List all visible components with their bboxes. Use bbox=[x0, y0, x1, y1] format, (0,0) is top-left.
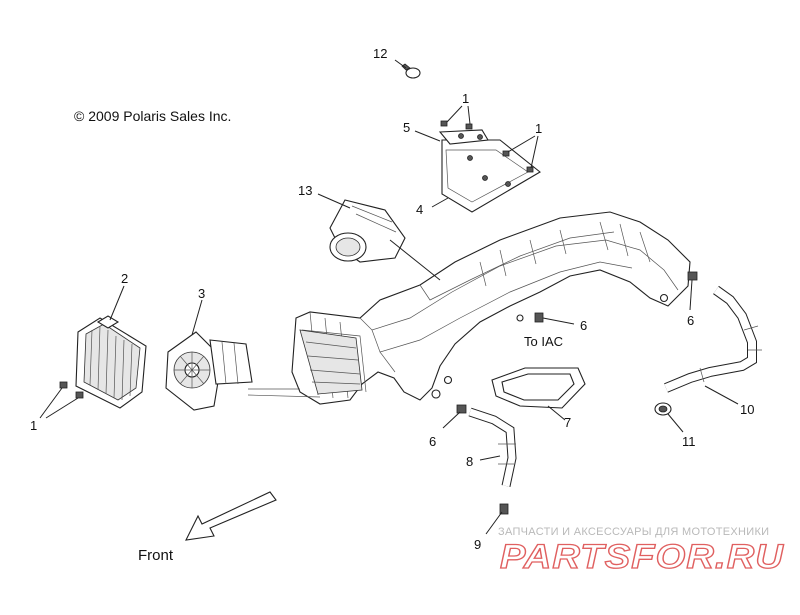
bracket-bolts bbox=[414, 105, 539, 173]
callout-8: 8 bbox=[466, 454, 473, 469]
part-7-gasket bbox=[491, 367, 586, 421]
watermark: ЗАПЧАСТИ И АКСЕССУАРЫ ДЛЯ МОТОТЕХНИКИ PA… bbox=[498, 526, 784, 577]
callout-2: 2 bbox=[121, 271, 128, 286]
callout-6-right: 6 bbox=[687, 313, 694, 328]
part-11-clamp bbox=[654, 402, 684, 433]
callout-11: 11 bbox=[682, 434, 696, 449]
callout-6-low: 6 bbox=[429, 434, 436, 449]
callout-1-right: 1 bbox=[535, 121, 542, 136]
callout-3: 3 bbox=[198, 286, 205, 301]
part-3-housing bbox=[165, 299, 253, 411]
callout-1-left: 1 bbox=[30, 418, 37, 433]
callout-5: 5 bbox=[403, 120, 410, 135]
part-2-filter bbox=[39, 285, 147, 419]
copyright-text: © 2009 Polaris Sales Inc. bbox=[74, 108, 231, 124]
callout-1-top: 1 bbox=[462, 91, 469, 106]
callout-6-mid: 6 bbox=[580, 318, 587, 333]
callout-7: 7 bbox=[564, 415, 571, 430]
callout-4: 4 bbox=[416, 202, 423, 217]
callout-9: 9 bbox=[474, 537, 481, 552]
callout-13: 13 bbox=[298, 183, 312, 198]
part-8-hose bbox=[468, 407, 517, 487]
part-4-bracket bbox=[431, 129, 541, 213]
callout-12: 12 bbox=[373, 46, 387, 61]
intake-duct bbox=[247, 211, 691, 405]
front-label: Front bbox=[138, 547, 174, 564]
watermark-brand: PARTSFOR.RU bbox=[500, 538, 784, 576]
callout-10: 10 bbox=[740, 402, 754, 417]
part-13-boot bbox=[317, 193, 441, 281]
part-10-hose bbox=[664, 285, 762, 405]
front-arrow-icon bbox=[185, 491, 277, 541]
to-iac-label: To IAC bbox=[524, 334, 563, 349]
part-9-clamp bbox=[485, 503, 509, 535]
part-12-clamp bbox=[394, 59, 421, 79]
watermark-tagline: ЗАПЧАСТИ И АКСЕССУАРЫ ДЛЯ МОТОТЕХНИКИ bbox=[498, 526, 769, 538]
fittings bbox=[442, 271, 698, 429]
